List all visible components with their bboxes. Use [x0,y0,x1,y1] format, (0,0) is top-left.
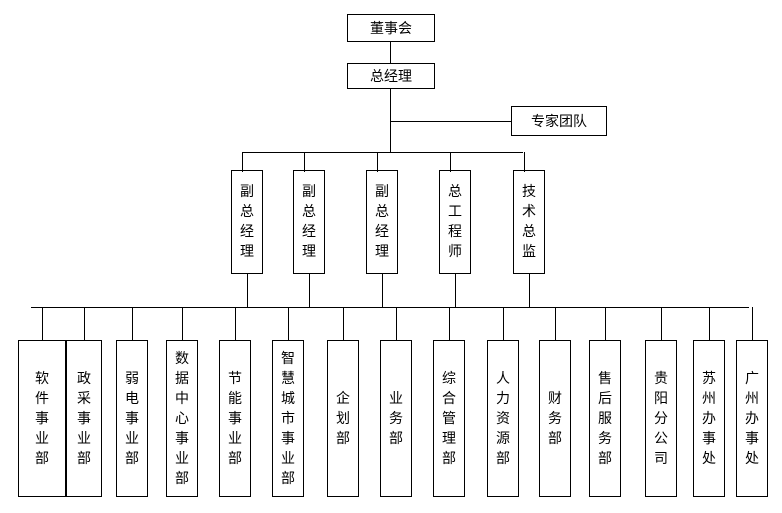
executive-box-2: 副总经理 [293,170,325,274]
department-box-12: 售后服务部 [589,340,621,497]
connector-board-gm [390,41,391,63]
department-label: 广州办事处 [745,370,759,467]
connector-exec-down-3 [382,273,383,308]
department-box-5: 节能事业部 [219,340,251,497]
board-label: 董事会 [370,21,412,37]
connector-dept-3 [132,307,133,341]
department-box-7: 企划部 [327,340,359,497]
department-label: 企划部 [336,390,350,447]
department-label: 苏州办事处 [702,370,716,467]
connector-exec-1 [242,152,243,172]
executive-label: 副总经理 [302,184,316,260]
connector-dept-14 [709,307,710,341]
connector-exec-bus [242,152,523,153]
department-box-15: 广州办事处 [736,340,768,497]
executive-box-1: 副总经理 [231,170,263,274]
department-box-4: 数据中心事业部 [166,340,198,497]
department-label: 贵阳分公司 [654,370,668,467]
department-label: 政采事业部 [77,370,91,467]
connector-exec-down-1 [247,273,248,308]
department-box-9: 综合管理部 [433,340,465,497]
general-manager-box: 总经理 [347,63,435,89]
connector-dept-8 [396,307,397,341]
department-label: 财务部 [548,390,562,447]
department-box-6: 智慧城市事业部 [272,340,304,497]
connector-exec-4 [450,152,451,172]
connector-exec-5 [524,152,525,172]
connector-exec-down-2 [309,273,310,308]
department-label: 节能事业部 [228,370,242,467]
connector-dept-11 [555,307,556,341]
expert-team-box: 专家团队 [511,106,607,136]
department-box-3: 弱电事业部 [116,340,148,497]
connector-gm-trunk [390,88,391,152]
expert-team-label: 专家团队 [531,114,587,130]
department-label: 数据中心事业部 [175,350,189,487]
department-label: 人力资源部 [496,370,510,467]
department-label: 弱电事业部 [125,370,139,467]
executive-box-4: 总工程师 [439,170,471,274]
executive-box-5: 技术总监 [513,170,545,274]
department-box-1: 软件事业部 [18,340,66,497]
connector-dept-15 [752,307,753,341]
executive-box-3: 副总经理 [366,170,398,274]
executive-label: 总工程师 [448,184,462,260]
connector-dept-9 [449,307,450,341]
connector-dept-4 [182,307,183,341]
department-box-13: 贵阳分公司 [645,340,677,497]
department-box-2: 政采事业部 [66,340,102,497]
connector-dept-13 [661,307,662,341]
department-box-11: 财务部 [539,340,571,497]
department-box-14: 苏州办事处 [693,340,725,497]
connector-dept-12 [605,307,606,341]
department-label: 智慧城市事业部 [281,350,295,487]
connector-exec-down-4 [455,273,456,308]
connector-dept-1 [42,307,43,341]
connector-dept-7 [343,307,344,341]
executive-label: 副总经理 [375,184,389,260]
connector-experts [390,121,511,122]
executive-label: 副总经理 [240,184,254,260]
connector-dept-bus [31,307,749,308]
connector-dept-2 [84,307,85,341]
connector-exec-2 [304,152,305,172]
department-label: 售后服务部 [598,370,612,467]
board-box: 董事会 [347,14,435,42]
general-manager-label: 总经理 [370,69,412,85]
connector-exec-down-5 [529,273,530,308]
department-label: 业务部 [389,390,403,447]
connector-dept-10 [503,307,504,341]
department-label: 软件事业部 [35,370,49,467]
department-box-8: 业务部 [380,340,412,497]
department-box-10: 人力资源部 [487,340,519,497]
executive-label: 技术总监 [522,184,536,260]
connector-dept-6 [288,307,289,341]
connector-exec-3 [377,152,378,172]
department-label: 综合管理部 [442,370,456,467]
connector-dept-5 [235,307,236,341]
